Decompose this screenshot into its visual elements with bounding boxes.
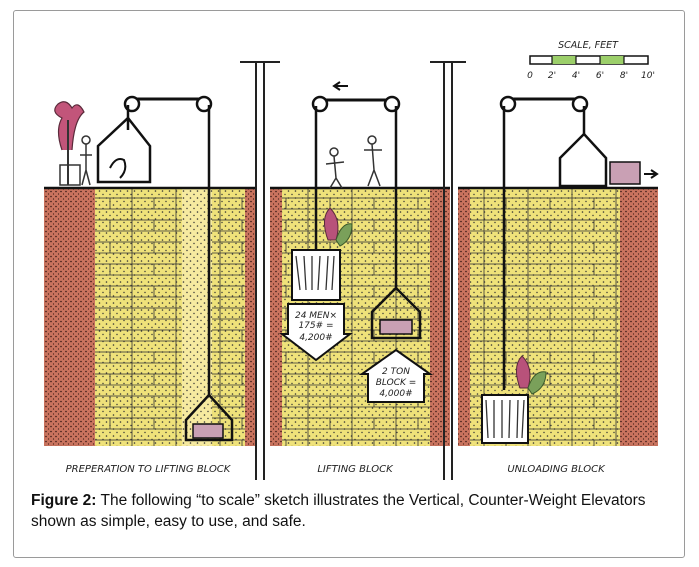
- panel-label-unloading: UNLOADING BLOCK: [507, 464, 606, 475]
- figure-label: Figure 2:: [31, 492, 97, 509]
- tree-illustration: [54, 101, 92, 186]
- scale-tick-3: 6': [596, 71, 604, 81]
- panel-dividers: [240, 61, 466, 480]
- block-weight-arrow: 2 TON BLOCK = 4,000#: [358, 348, 434, 403]
- wall-left-panel: [44, 188, 256, 446]
- scale-tick-4: 8': [620, 71, 628, 81]
- block-line-1: 2 TON: [382, 367, 410, 377]
- panel-label-lifting: LIFTING BLOCK: [317, 464, 394, 475]
- men-line-1: 24 MEN×: [295, 311, 337, 321]
- block-line-2: BLOCK =: [376, 378, 417, 388]
- scale-title: SCALE, FEET: [558, 40, 619, 51]
- men-line-2: 175# =: [298, 321, 333, 331]
- right-elevator: [481, 95, 659, 444]
- scale-bar: SCALE, FEET 0 2' 4' 6' 8' 10': [527, 40, 655, 81]
- figure-caption: Figure 2: The following “to scale” sketc…: [31, 490, 671, 532]
- scale-tick-5: 10': [641, 71, 655, 81]
- scale-tick-1: 2': [548, 71, 556, 81]
- middle-elevator: [291, 81, 422, 340]
- panel-label-preparation: PREPERATION TO LIFTING BLOCK: [66, 464, 232, 475]
- block-line-3: 4,000#: [379, 389, 412, 399]
- scale-tick-2: 4': [572, 71, 580, 81]
- scale-tick-0: 0: [527, 71, 533, 81]
- left-elevator: [96, 95, 234, 442]
- men-weight-arrow: 24 MEN× 175# = 4,200#: [279, 303, 353, 362]
- figure-caption-text: The following “to scale” sketch illustra…: [31, 492, 646, 530]
- men-line-3: 4,200#: [299, 333, 332, 343]
